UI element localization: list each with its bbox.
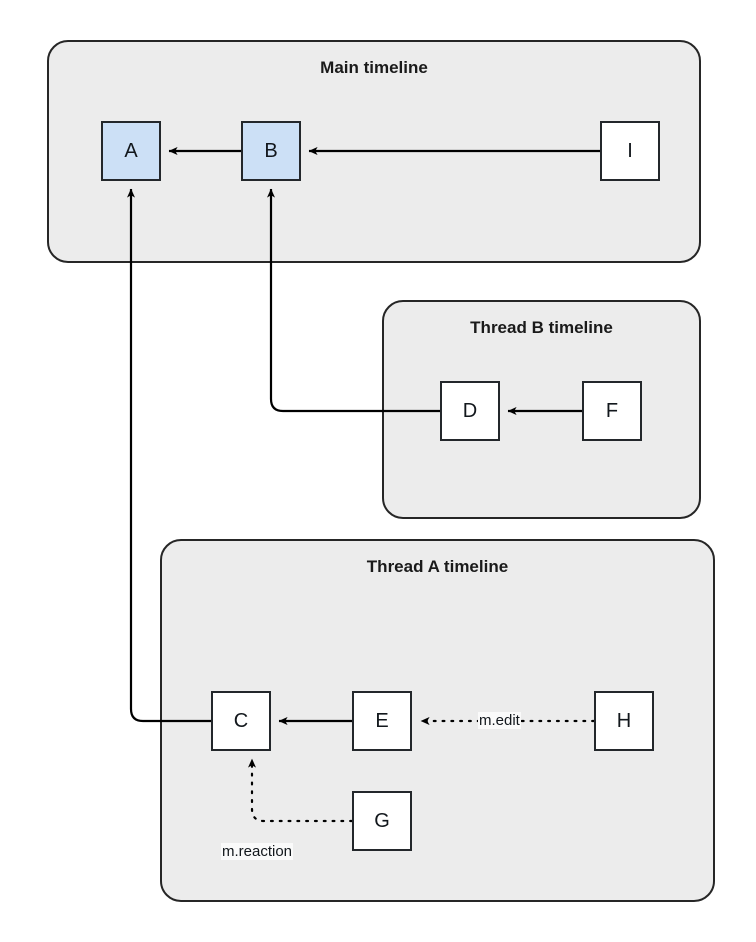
edge-label-m-reaction: m.reaction — [221, 843, 294, 860]
group-title-main: Main timeline — [320, 58, 428, 77]
node-g[interactable]: G — [352, 791, 412, 851]
group-title-thread-b: Thread B timeline — [470, 318, 613, 337]
edge-label-m-edit: m.edit — [478, 712, 521, 729]
node-e[interactable]: E — [352, 691, 412, 751]
edge-g-to-c — [248, 757, 354, 823]
node-c[interactable]: C — [211, 691, 271, 751]
edge-d-to-b — [267, 188, 440, 413]
group-thread-b-timeline — [382, 300, 701, 519]
node-d[interactable]: D — [440, 381, 500, 441]
node-i[interactable]: I — [600, 121, 660, 181]
node-b[interactable]: B — [241, 121, 301, 181]
group-title-thread-a: Thread A timeline — [366, 557, 509, 576]
node-h[interactable]: H — [594, 691, 654, 751]
edge-c-to-a — [127, 188, 211, 723]
node-f[interactable]: F — [582, 381, 642, 441]
node-a[interactable]: A — [101, 121, 161, 181]
